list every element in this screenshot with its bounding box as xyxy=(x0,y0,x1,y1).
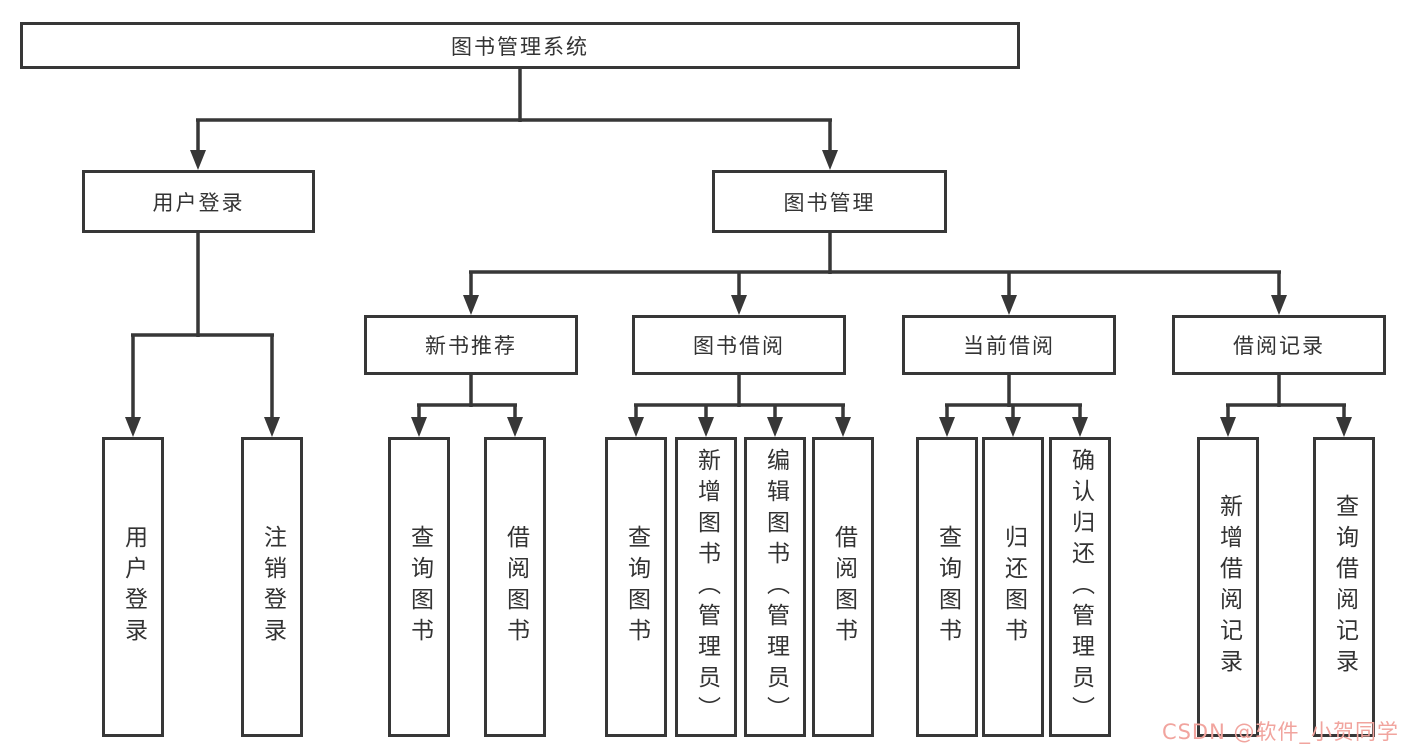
node-current-borrow-label: 当前借阅 xyxy=(963,334,1055,358)
leaf-logout: 注销登录 xyxy=(241,437,303,737)
leaf-recommend-query-book-label: 查询图书 xyxy=(406,525,433,649)
leaf-recommend-borrow-book: 借阅图书 xyxy=(484,437,546,737)
leaf-add-book-admin-label: 新增图书（管理员） xyxy=(693,447,720,727)
node-book-borrow: 图书借阅 xyxy=(632,315,846,375)
leaf-recommend-borrow-book-label: 借阅图书 xyxy=(502,525,529,649)
leaf-query-borrow-record: 查询借阅记录 xyxy=(1313,437,1375,737)
leaf-add-borrow-record: 新增借阅记录 xyxy=(1197,437,1259,737)
leaf-add-borrow-record-label: 新增借阅记录 xyxy=(1215,494,1242,680)
leaf-current-query-book: 查询图书 xyxy=(916,437,978,737)
leaf-edit-book-admin: 编辑图书（管理员） xyxy=(744,437,806,737)
node-new-book-recommend-label: 新书推荐 xyxy=(425,334,517,358)
leaf-borrow-book-label: 借阅图书 xyxy=(830,525,857,649)
node-borrow-records: 借阅记录 xyxy=(1172,315,1386,375)
leaf-user-login: 用户登录 xyxy=(102,437,164,737)
node-borrow-records-label: 借阅记录 xyxy=(1233,334,1325,358)
leaf-return-book: 归还图书 xyxy=(982,437,1044,737)
leaf-confirm-return-admin: 确认归还（管理员） xyxy=(1049,437,1111,737)
leaf-confirm-return-admin-label: 确认归还（管理员） xyxy=(1067,447,1094,727)
leaf-query-borrow-record-label: 查询借阅记录 xyxy=(1331,494,1358,680)
csdn-watermark: CSDN @软件_小贺同学 xyxy=(1161,720,1399,744)
leaf-borrow-book: 借阅图书 xyxy=(812,437,874,737)
node-book-management-label: 图书管理 xyxy=(783,190,876,215)
node-root: 图书管理系统 xyxy=(20,22,1020,69)
node-book-borrow-label: 图书借阅 xyxy=(693,334,785,358)
node-user-login-label: 用户登录 xyxy=(152,190,245,215)
leaf-user-login-label: 用户登录 xyxy=(120,525,147,649)
leaf-edit-book-admin-label: 编辑图书（管理员） xyxy=(762,447,789,727)
leaf-borrow-query-book: 查询图书 xyxy=(605,437,667,737)
leaf-borrow-query-book-label: 查询图书 xyxy=(623,525,650,649)
node-user-login: 用户登录 xyxy=(82,170,315,233)
node-current-borrow: 当前借阅 xyxy=(902,315,1116,375)
leaf-recommend-query-book: 查询图书 xyxy=(388,437,450,737)
leaf-add-book-admin: 新增图书（管理员） xyxy=(675,437,737,737)
arrowheads xyxy=(125,150,1352,437)
node-root-label: 图书管理系统 xyxy=(451,34,589,59)
leaf-return-book-label: 归还图书 xyxy=(1000,525,1027,649)
leaf-current-query-book-label: 查询图书 xyxy=(934,525,961,649)
node-book-management: 图书管理 xyxy=(712,170,947,233)
leaf-logout-label: 注销登录 xyxy=(259,525,286,649)
node-new-book-recommend: 新书推荐 xyxy=(364,315,578,375)
